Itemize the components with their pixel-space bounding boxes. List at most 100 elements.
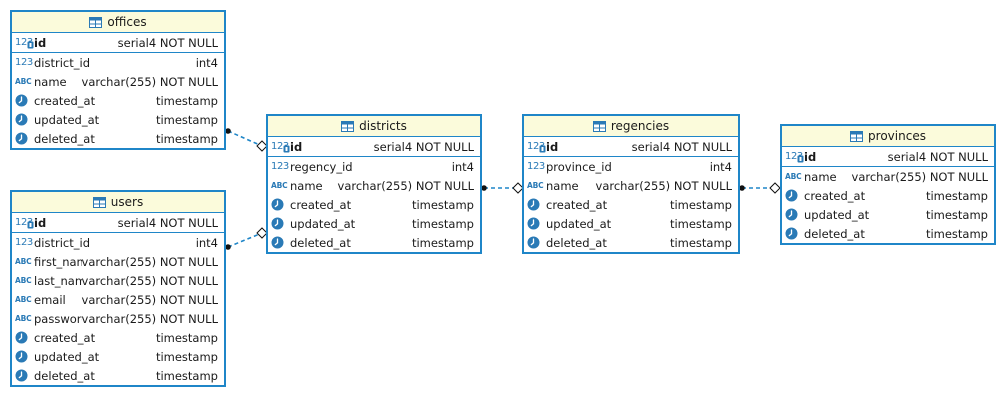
table-icon — [341, 120, 355, 132]
column-row[interactable]: deleted_at timestamp — [12, 129, 224, 148]
numeric-key-icon: 123 — [527, 141, 546, 153]
column-type: int4 — [195, 55, 218, 70]
column-name: updated_at — [34, 349, 100, 364]
column-name: name — [546, 178, 579, 193]
clock-icon — [15, 350, 31, 363]
table-icon — [592, 120, 606, 132]
clock-icon — [785, 208, 801, 221]
column-name: created_at — [804, 188, 866, 203]
clock-icon — [271, 198, 287, 211]
column-type: varchar(255) NOT NULL — [81, 311, 218, 326]
regencies-provinces-connector[interactable] — [739, 182, 781, 194]
column-name: district_id — [34, 55, 90, 70]
table-icon — [89, 16, 103, 28]
entity-header[interactable]: provinces — [782, 126, 994, 147]
numeric-key-icon: 123 — [15, 217, 34, 229]
clock-icon — [15, 369, 31, 382]
column-name: updated_at — [546, 216, 612, 231]
districts-regencies-connector[interactable] — [481, 182, 524, 194]
numeric-icon: 123 — [271, 161, 289, 172]
entity-header[interactable]: offices — [12, 12, 224, 33]
column-name: province_id — [546, 159, 612, 174]
column-type: timestamp — [155, 368, 218, 383]
column-row[interactable]: deleted_at timestamp — [12, 366, 224, 385]
text-icon: ABC — [15, 314, 32, 323]
column-type: timestamp — [411, 197, 474, 212]
numeric-key-icon: 123 — [271, 141, 290, 153]
column-type: timestamp — [155, 112, 218, 127]
many-end-dot — [225, 244, 231, 250]
column-type: serial4 NOT NULL — [887, 149, 988, 164]
column-type: timestamp — [155, 131, 218, 146]
column-type: timestamp — [669, 235, 732, 250]
column-type: varchar(255) NOT NULL — [851, 169, 988, 184]
entity-title: districts — [359, 119, 407, 133]
clock-icon — [15, 331, 31, 344]
text-icon: ABC — [15, 276, 32, 285]
column-name: district_id — [34, 235, 90, 250]
column-type: timestamp — [155, 93, 218, 108]
column-name: id — [290, 139, 303, 154]
offices-districts-connector[interactable] — [225, 128, 268, 152]
column-name: deleted_at — [34, 131, 95, 146]
clock-icon — [271, 236, 287, 249]
column-type: timestamp — [411, 235, 474, 250]
column-name: name — [804, 169, 837, 184]
column-type: serial4 NOT NULL — [117, 35, 218, 50]
text-icon: ABC — [15, 257, 32, 266]
numeric-icon: 123 — [527, 161, 545, 172]
entity-header[interactable]: districts — [268, 116, 480, 137]
column-name: id — [804, 149, 817, 164]
column-type: int4 — [195, 235, 218, 250]
users-districts-connector[interactable] — [225, 227, 268, 250]
entity-header[interactable]: regencies — [524, 116, 738, 137]
column-name: deleted_at — [804, 226, 865, 241]
entity-header[interactable]: users — [12, 192, 224, 213]
table-icon — [92, 196, 106, 208]
column-name: deleted_at — [34, 368, 95, 383]
text-icon: ABC — [271, 181, 288, 190]
table-icon — [850, 130, 864, 142]
column-type: int4 — [709, 159, 732, 174]
column-name: name — [34, 74, 67, 89]
column-type: varchar(255) NOT NULL — [337, 178, 474, 193]
clock-icon — [15, 113, 31, 126]
many-end-dot — [481, 185, 487, 191]
text-icon: ABC — [527, 181, 544, 190]
column-row[interactable]: ABCpasswordvarchar(255) NOT NULL — [12, 309, 224, 328]
